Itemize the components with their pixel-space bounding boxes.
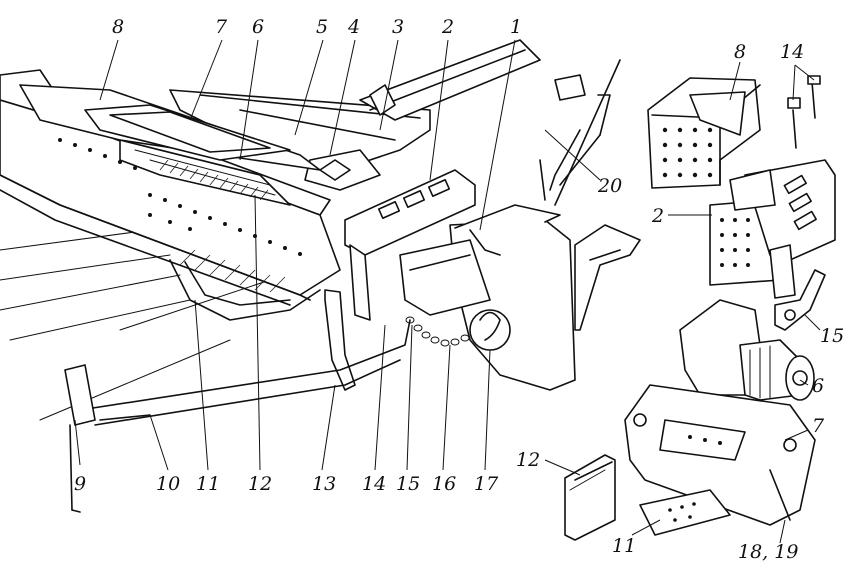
- callout-labels: 8 7 6 5 4 3 2 1 8 14 20 2 15 6 7 12 11 1…: [74, 16, 844, 563]
- shading: [159, 159, 286, 293]
- callout-7-top: 7: [215, 16, 228, 38]
- vehicle-frame: [0, 39, 541, 421]
- callout-12-right: 12: [516, 449, 540, 471]
- callout-4: 4: [347, 16, 360, 38]
- callout-7-right: 7: [812, 415, 825, 437]
- callout-16: 16: [432, 473, 456, 495]
- exploded-parts: [539, 59, 836, 541]
- callout-2-top: 2: [441, 16, 454, 38]
- callout-1: 1: [510, 16, 522, 38]
- callout-8-top: 8: [112, 16, 124, 38]
- callout-3: 3: [392, 16, 404, 38]
- callout-18-19: 18, 19: [738, 541, 798, 563]
- callout-17: 17: [474, 473, 499, 495]
- callout-20: 20: [597, 175, 622, 197]
- callout-11-bottom: 11: [196, 473, 220, 495]
- callout-13: 13: [312, 473, 336, 495]
- rivet-row: [58, 138, 302, 256]
- callout-8-right: 8: [734, 41, 746, 63]
- callout-14-right: 14: [780, 41, 804, 63]
- callout-14-bottom: 14: [362, 473, 386, 495]
- callout-6-right: 6: [812, 375, 824, 397]
- callout-6-top: 6: [252, 16, 264, 38]
- callout-15-bottom: 15: [396, 473, 420, 495]
- callout-11-right: 11: [612, 535, 636, 557]
- safety-chain: [405, 316, 470, 347]
- callout-10: 10: [156, 473, 180, 495]
- callout-5: 5: [316, 16, 328, 38]
- hitch-assembly: [64, 169, 641, 513]
- callout-12-bottom: 12: [248, 473, 272, 495]
- callout-9: 9: [74, 473, 86, 495]
- callout-15-right: 15: [820, 325, 844, 347]
- leader-lines: [74, 39, 821, 544]
- callout-2-right: 2: [651, 205, 664, 227]
